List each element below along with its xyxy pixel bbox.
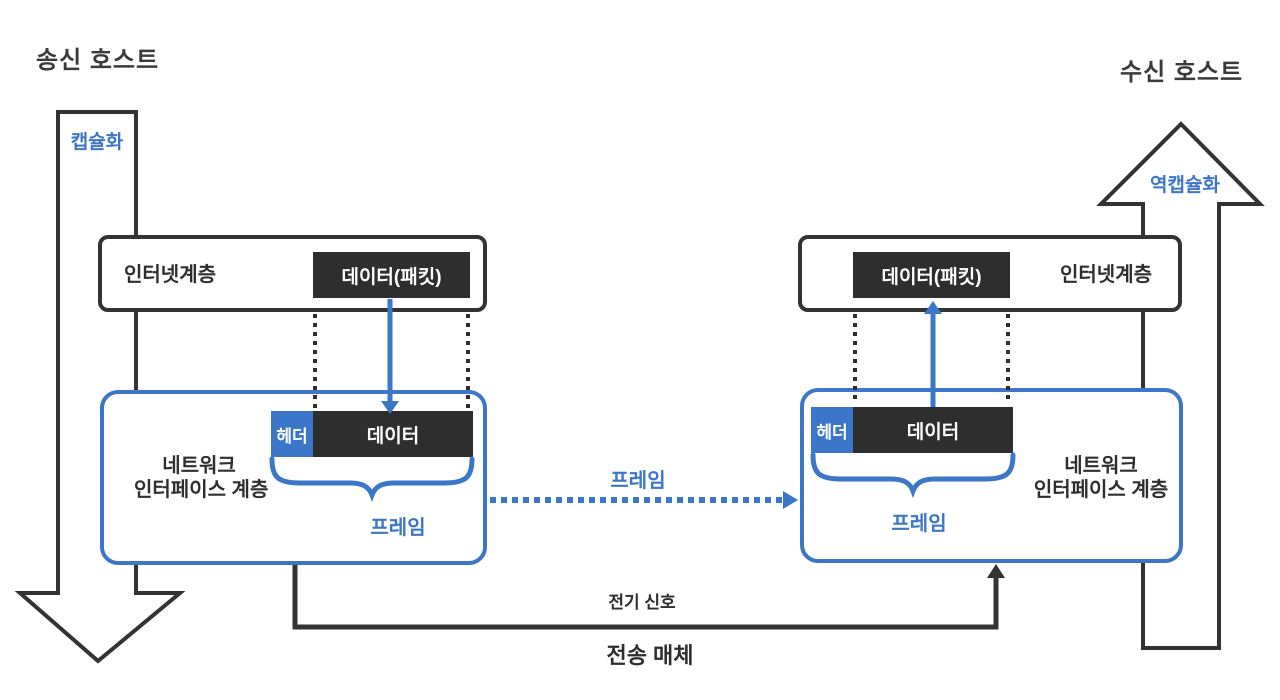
receiver-internet-layer-label: 인터넷계층 xyxy=(1060,264,1152,286)
electric-signal-label: 전기 신호 xyxy=(608,593,676,612)
receiver-decapsulate-arrow-head xyxy=(924,301,942,314)
sender-frame-label: 프레임 xyxy=(370,517,426,539)
sender-frame-header-box: 헤더 xyxy=(271,411,313,457)
receiver-frame-header-box: 헤더 xyxy=(811,407,853,453)
sender-internet-layer-box: 인터넷계층 데이터(패킷) xyxy=(98,235,487,312)
decapsulation-up-arrow-icon xyxy=(1096,121,1265,650)
encapsulation-down-arrow-icon xyxy=(14,110,186,664)
sender-packet-box: 데이터(패킷) xyxy=(313,252,470,298)
sender-host-title: 송신 호스트 xyxy=(36,47,160,74)
sender-network-label-line2: 인터페이스 계층 xyxy=(134,479,269,501)
receiver-frame-brace-icon xyxy=(810,452,1016,499)
receiver-internet-layer-box: 데이터(패킷) 인터넷계층 xyxy=(798,235,1182,312)
encapsulation-label: 캡슐화 xyxy=(70,132,124,153)
transmission-arrow-head xyxy=(987,564,1005,578)
transmission-line xyxy=(292,565,999,630)
sender-network-interface-label: 네트워크 인터페이스 계층 xyxy=(134,454,268,502)
sender-frame-data-box: 데이터 xyxy=(313,411,473,457)
sender-encapsulate-arrow-head xyxy=(381,401,399,414)
receiver-packet-box: 데이터(패킷) xyxy=(853,252,1010,298)
frame-transfer-arrow-head xyxy=(783,491,798,509)
middle-frame-label: 프레임 xyxy=(610,470,666,492)
sender-internet-layer-label: 인터넷계층 xyxy=(124,264,216,286)
receiver-network-interface-label: 네트워크 인터페이스 계층 xyxy=(1026,454,1176,502)
receiver-host-title: 수신 호스트 xyxy=(1120,59,1244,86)
sender-frame-brace-icon xyxy=(269,456,475,503)
receiver-frame-label: 프레임 xyxy=(891,513,947,535)
receiver-network-interface-box: 헤더 데이터 프레임 네트워크 인터페이스 계층 xyxy=(800,388,1183,563)
receiver-network-label-line2: 인터페이스 계층 xyxy=(1033,479,1169,501)
sender-network-interface-box: 네트워크 인터페이스 계층 헤더 데이터 프레임 xyxy=(100,390,487,565)
transmission-medium-label: 전송 매체 xyxy=(606,643,694,668)
receiver-frame-data-box: 데이터 xyxy=(853,407,1013,453)
sender-network-label-line1: 네트워크 xyxy=(162,455,236,477)
receiver-network-label-line1: 네트워크 xyxy=(1064,455,1138,477)
decapsulation-label: 역캡슐화 xyxy=(1150,175,1220,196)
